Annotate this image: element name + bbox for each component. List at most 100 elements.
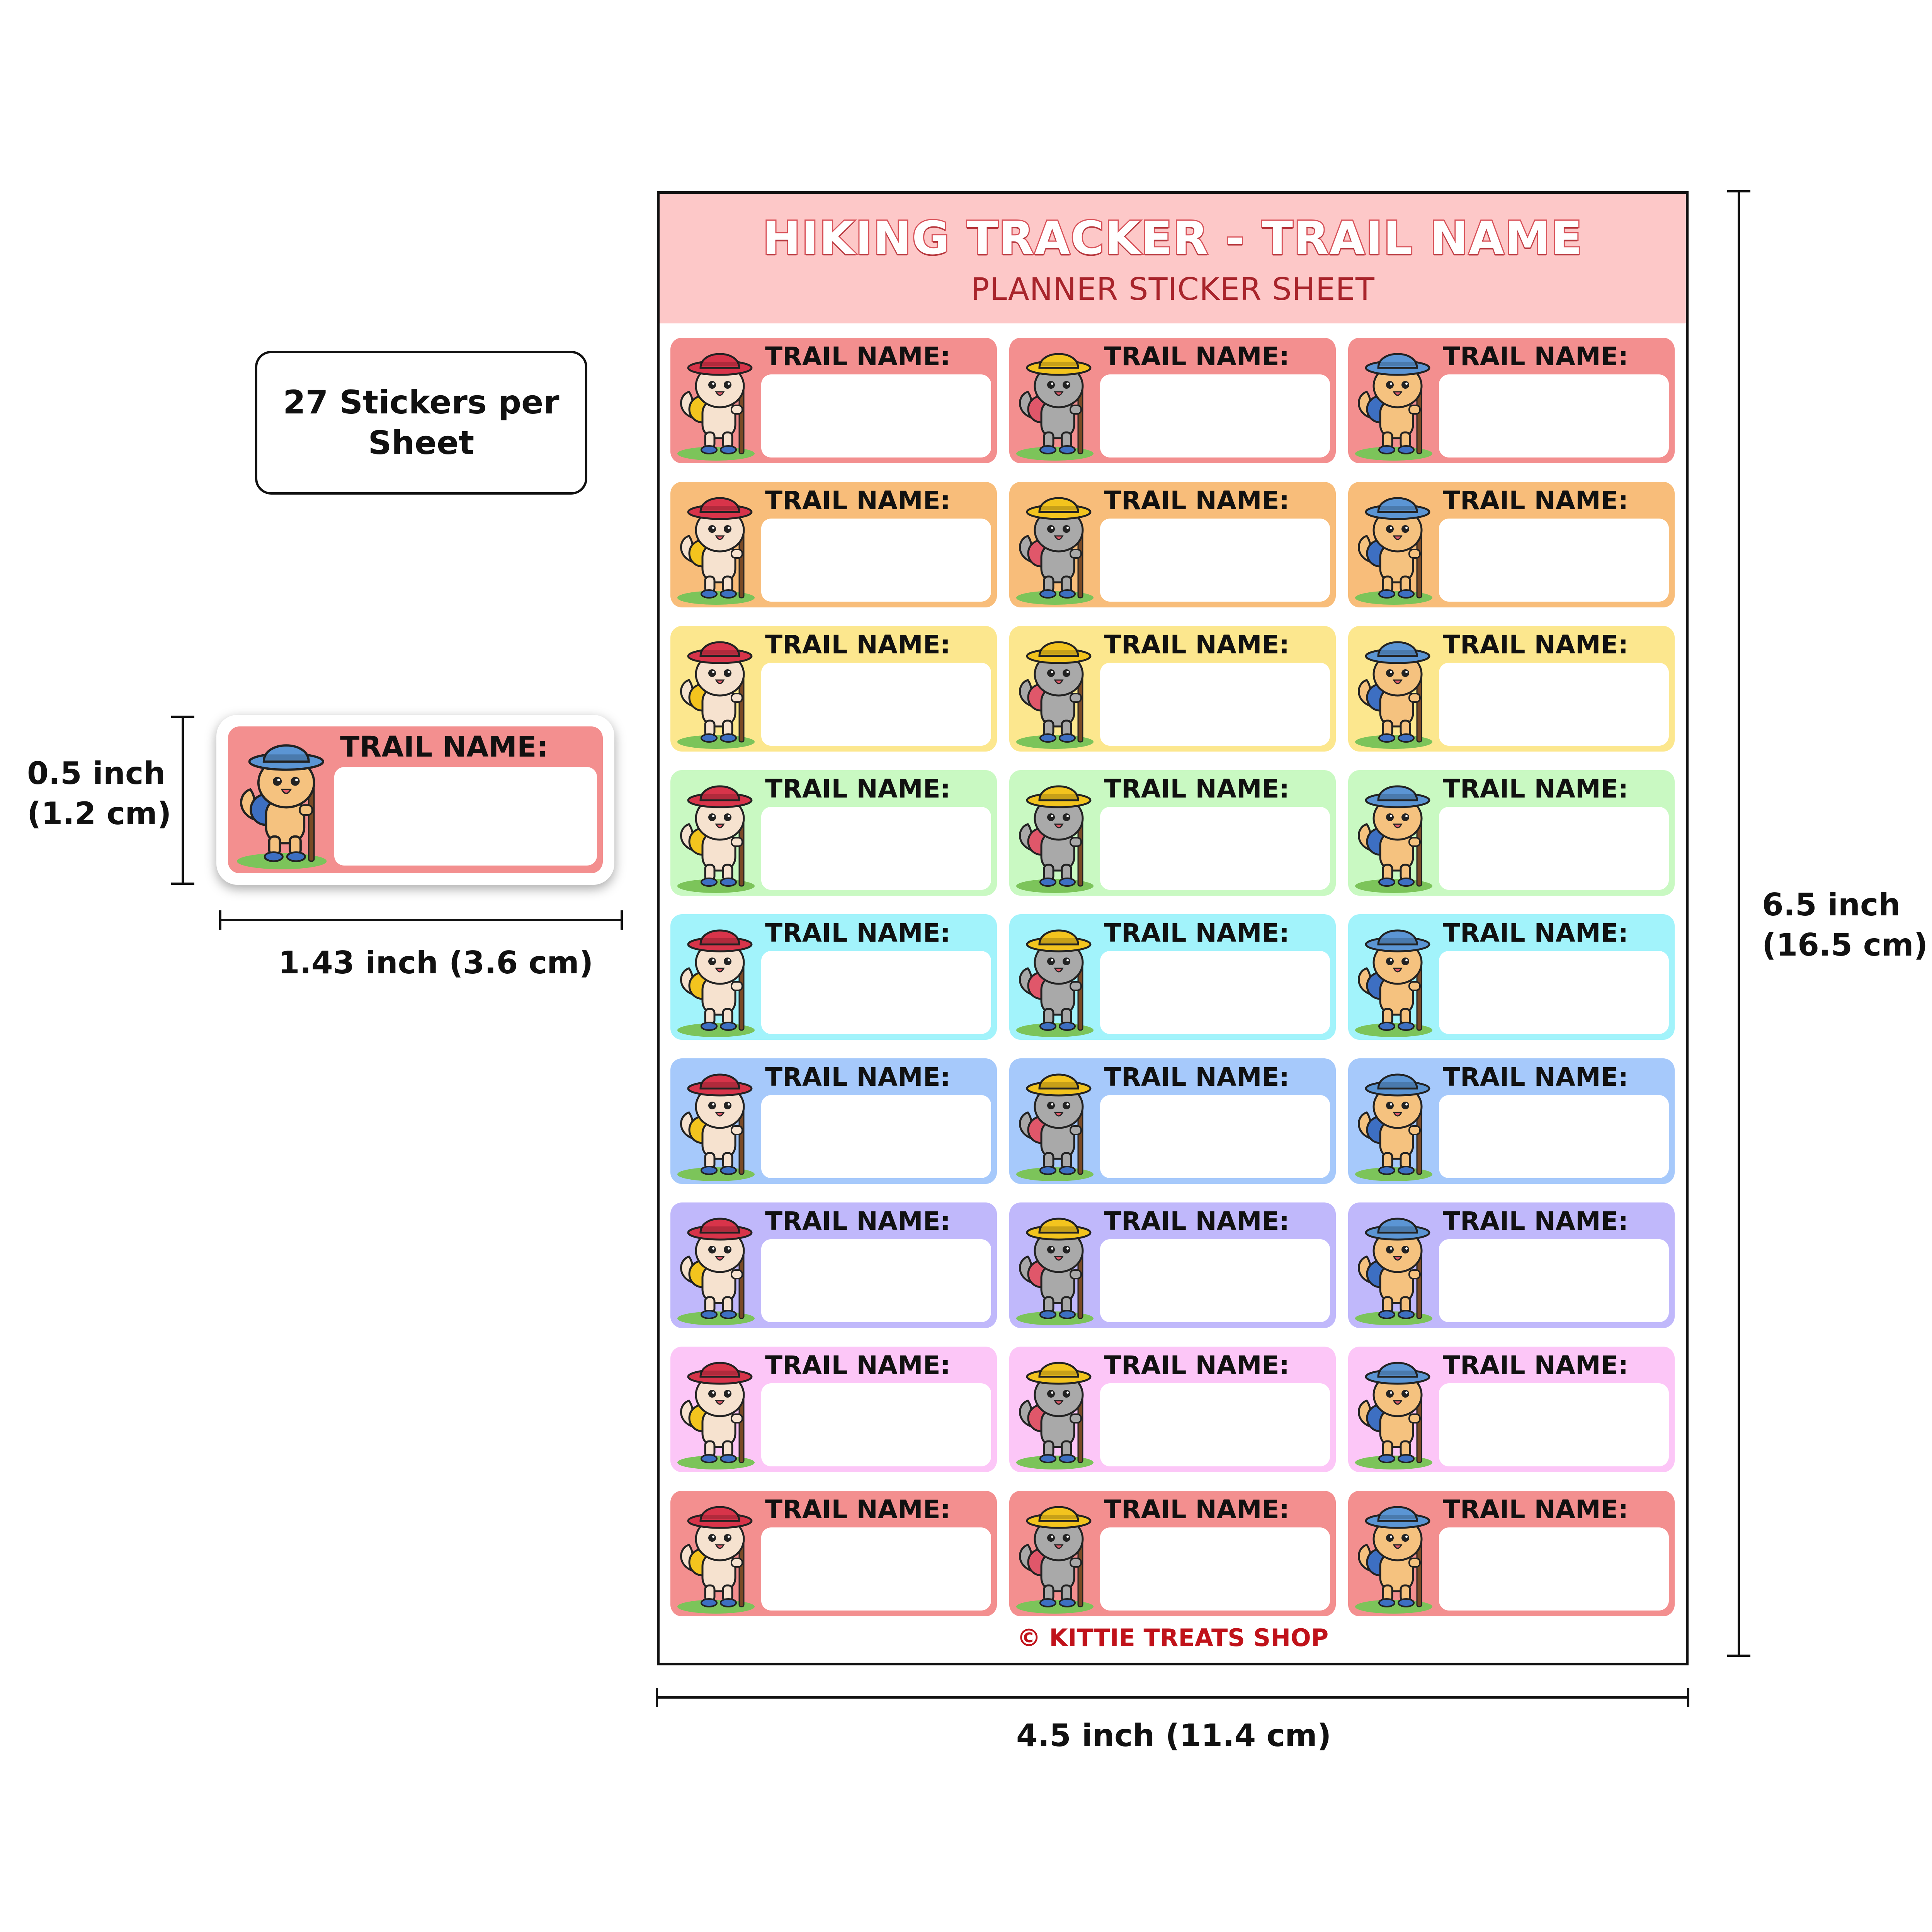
- sample-sticker-label: TRAIL NAME:: [340, 730, 548, 764]
- sticker-label: TRAIL NAME:: [1104, 918, 1289, 948]
- sheet-footer: © KITTIE TREATS SHOP: [1017, 1624, 1329, 1652]
- sticker-label: TRAIL NAME:: [765, 774, 951, 804]
- sticker-label: TRAIL NAME:: [1443, 1350, 1628, 1380]
- cat-hiker-icon: [1012, 630, 1101, 750]
- sticker: TRAIL NAME:: [1348, 1202, 1675, 1328]
- sticker-write-field: [1100, 1383, 1330, 1466]
- cat-hiker-icon: [673, 1062, 762, 1182]
- sticker-write-field: [1439, 1527, 1669, 1611]
- cat-hiker-icon: [1351, 918, 1440, 1038]
- sample-sticker-write-field: [334, 767, 597, 866]
- sticker: TRAIL NAME:: [1009, 1491, 1336, 1616]
- sheet-width-tick-left: [656, 1688, 658, 1707]
- sample-height-label-cm: (1.2 cm): [27, 796, 172, 832]
- sticker-label: TRAIL NAME:: [1104, 1495, 1289, 1524]
- sticker-grid: TRAIL NAME:TRAIL NAME:TRAIL NAME:TRAIL N…: [660, 194, 1686, 1663]
- sticker: TRAIL NAME:: [670, 1202, 997, 1328]
- sticker-write-field: [1439, 374, 1669, 457]
- sticker-write-field: [1439, 663, 1669, 746]
- cat-hiker-icon: [1012, 918, 1101, 1038]
- cat-hiker-icon: [673, 774, 762, 894]
- sticker: TRAIL NAME:: [1348, 914, 1675, 1040]
- sticker: TRAIL NAME:: [670, 1058, 997, 1184]
- cat-hiker-icon: [1351, 342, 1440, 461]
- cat-hiker-icon: [673, 918, 762, 1038]
- sticker-label: TRAIL NAME:: [1443, 630, 1628, 660]
- sticker-label: TRAIL NAME:: [1104, 342, 1289, 371]
- sticker-sheet: HIKING TRACKER - TRAIL NAME PLANNER STIC…: [657, 191, 1689, 1665]
- sticker: TRAIL NAME:: [1009, 1058, 1336, 1184]
- sticker-write-field: [761, 1383, 991, 1466]
- cat-hiker-icon: [1351, 1495, 1440, 1614]
- sticker: TRAIL NAME:: [670, 482, 997, 607]
- sticker-label: TRAIL NAME:: [1104, 486, 1289, 515]
- cat-hiker-icon: [1012, 486, 1101, 605]
- sticker: TRAIL NAME:: [670, 1347, 997, 1472]
- sticker-label: TRAIL NAME:: [1443, 1206, 1628, 1236]
- cat-hiker-icon: [1351, 486, 1440, 605]
- sticker: TRAIL NAME:: [1009, 770, 1336, 896]
- sticker-write-field: [761, 374, 991, 457]
- sticker-write-field: [1439, 1239, 1669, 1322]
- sticker: TRAIL NAME:: [1348, 482, 1675, 607]
- sheet-subtitle: PLANNER STICKER SHEET: [971, 271, 1375, 307]
- sticker-write-field: [1100, 663, 1330, 746]
- sheet-width-tick-right: [1687, 1688, 1689, 1707]
- cat-hiker-icon: [673, 1206, 762, 1326]
- cat-hiker-icon: [1012, 1062, 1101, 1182]
- sheet-height-label-cm: (16.5 cm): [1762, 927, 1928, 963]
- sticker-label: TRAIL NAME:: [765, 1495, 951, 1524]
- sheet-height-dimension-line: [1738, 191, 1740, 1656]
- sticker-label: TRAIL NAME:: [765, 1062, 951, 1092]
- sticker-label: TRAIL NAME:: [1443, 1062, 1628, 1092]
- sample-height-dimension-line: [182, 717, 184, 884]
- sample-height-label: 0.5 inch (1.2 cm): [27, 753, 171, 834]
- cat-hiker-icon: [1012, 1350, 1101, 1470]
- sticker-label: TRAIL NAME:: [765, 486, 951, 515]
- sticker: TRAIL NAME:: [1009, 1347, 1336, 1472]
- sticker-label: TRAIL NAME:: [1104, 1350, 1289, 1380]
- cat-hiker-icon: [673, 630, 762, 750]
- sample-width-label: 1.43 inch (3.6 cm): [278, 945, 594, 981]
- sticker-write-field: [761, 1239, 991, 1322]
- sticker: TRAIL NAME:: [1348, 338, 1675, 463]
- sticker-label: TRAIL NAME:: [1104, 1062, 1289, 1092]
- sticker: TRAIL NAME:: [1348, 1491, 1675, 1616]
- sample-height-tick-bottom: [171, 883, 194, 885]
- sticker-write-field: [1100, 1527, 1330, 1611]
- sticker: TRAIL NAME:: [1009, 914, 1336, 1040]
- sticker: TRAIL NAME:: [1009, 626, 1336, 752]
- cat-hiker-icon: [1012, 774, 1101, 894]
- cat-hiker-icon: [1012, 1206, 1101, 1326]
- sticker-write-field: [761, 951, 991, 1034]
- sticker-count-box: 27 Stickers per Sheet: [255, 351, 587, 495]
- sticker: TRAIL NAME:: [1009, 482, 1336, 607]
- sticker-write-field: [761, 807, 991, 890]
- sticker-write-field: [1100, 1095, 1330, 1178]
- sticker: TRAIL NAME:: [670, 626, 997, 752]
- sample-width-dimension-line: [220, 919, 622, 921]
- sheet-height-label: 6.5 inch (16.5 cm): [1762, 885, 1928, 965]
- sticker-label: TRAIL NAME:: [1443, 1495, 1628, 1524]
- sample-sticker-preview: TRAIL NAME:: [216, 715, 614, 885]
- cat-hiker-icon: [1351, 1062, 1440, 1182]
- sheet-title: HIKING TRACKER - TRAIL NAME: [762, 210, 1583, 266]
- sticker-write-field: [761, 1527, 991, 1611]
- cat-hiker-icon: [673, 342, 762, 461]
- sheet-height-label-inch: 6.5 inch: [1762, 887, 1901, 923]
- sticker: TRAIL NAME:: [1009, 338, 1336, 463]
- sticker-write-field: [1100, 519, 1330, 602]
- sticker-label: TRAIL NAME:: [765, 1350, 951, 1380]
- sticker-write-field: [761, 519, 991, 602]
- sample-width-tick-right: [621, 910, 623, 930]
- sticker-write-field: [1100, 807, 1330, 890]
- sample-height-tick-top: [171, 716, 194, 718]
- sticker: TRAIL NAME:: [1348, 626, 1675, 752]
- cat-hiker-icon: [1351, 1350, 1440, 1470]
- sticker-label: TRAIL NAME:: [765, 1206, 951, 1236]
- sample-sticker: TRAIL NAME:: [228, 726, 603, 873]
- sticker-write-field: [1439, 1095, 1669, 1178]
- sheet-header: [660, 194, 1686, 323]
- sticker-count-text: 27 Stickers per Sheet: [283, 383, 560, 462]
- sticker: TRAIL NAME:: [670, 1491, 997, 1616]
